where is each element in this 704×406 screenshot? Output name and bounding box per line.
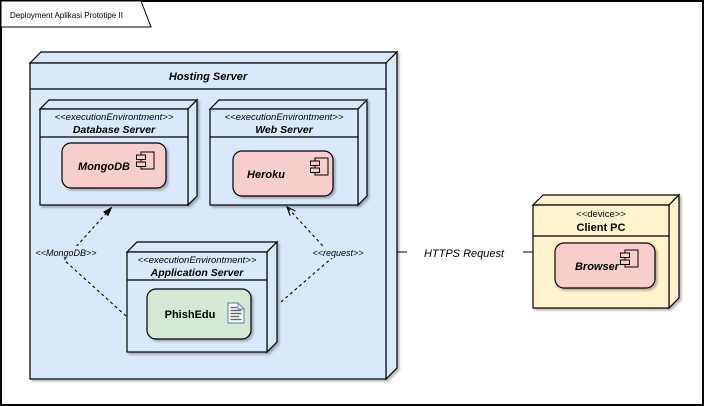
db-name: Database Server xyxy=(73,124,156,136)
hosting-right-face xyxy=(385,50,398,381)
document-icon xyxy=(227,302,245,324)
heroku-shape[interactable] xyxy=(232,150,334,197)
client-top-face xyxy=(531,194,681,206)
app-stereotype: <<executionEnvirontment>> xyxy=(138,255,257,266)
mongodb-shape[interactable] xyxy=(61,142,167,189)
browser-label: Browser xyxy=(575,261,620,273)
node-application-server[interactable]: <<executionEnvirontment>> Application Se… xyxy=(125,240,279,354)
component-phishedu[interactable]: PhishEdu xyxy=(146,288,252,340)
component-icon xyxy=(620,249,639,268)
mongodb-label: MongoDB xyxy=(78,161,130,173)
client-stereotype: <<device>> xyxy=(576,209,626,220)
diagram-title-tab[interactable]: Deployment Aplikasi Prototipe II xyxy=(0,0,152,28)
https-edge-label-bg xyxy=(407,242,523,261)
https-edge-label: HTTPS Request xyxy=(424,248,505,260)
mongodb-edge-label: <<MongoDB>> xyxy=(35,248,96,258)
node-client-pc[interactable]: <<device>> Client PC Browser xyxy=(531,193,681,310)
node-database-server[interactable]: <<executionEnvirontment>> Database Serve… xyxy=(38,98,199,207)
web-right-face xyxy=(357,98,368,207)
web-top-face xyxy=(208,99,369,110)
db-top-face xyxy=(38,99,199,110)
edge-app-to-web[interactable]: <<request>> xyxy=(280,205,366,303)
heroku-label: Heroku xyxy=(247,169,285,181)
component-icon xyxy=(310,157,329,176)
component-icon xyxy=(136,151,155,170)
db-right-face xyxy=(187,98,198,207)
app-right-face xyxy=(266,240,278,354)
title-tab-label: Deployment Aplikasi Prototipe II xyxy=(10,11,123,20)
request-edge-label: <<request>> xyxy=(312,248,363,258)
phishedu-label: PhishEdu xyxy=(165,309,216,321)
phishedu-shape[interactable] xyxy=(146,288,252,340)
edge-app-to-database[interactable]: <<MongoDB>> xyxy=(35,206,127,317)
web-stereotype: <<executionEnvirontment>> xyxy=(225,112,344,123)
app-top-face xyxy=(125,241,279,253)
request-edge-label-bg xyxy=(311,246,366,258)
node-web-server[interactable]: <<executionEnvirontment>> Web Server Her… xyxy=(208,98,369,207)
db-stereotype: <<executionEnvirontment>> xyxy=(55,112,174,123)
web-name: Web Server xyxy=(255,124,313,136)
component-heroku[interactable]: Heroku xyxy=(232,150,334,197)
component-browser[interactable]: Browser xyxy=(554,242,656,289)
app-name: Application Server xyxy=(150,267,245,279)
title-tab-shape[interactable] xyxy=(0,0,152,28)
hosting-top-face xyxy=(28,51,399,64)
edge-hosting-to-client[interactable]: HTTPS Request xyxy=(397,242,533,261)
component-mongodb[interactable]: MongoDB xyxy=(61,142,167,189)
client-right-face xyxy=(668,193,680,310)
mongodb-edge-label-bg xyxy=(35,246,97,258)
hosting-server-title: Hosting Server xyxy=(169,71,248,83)
client-name: Client PC xyxy=(577,222,626,234)
